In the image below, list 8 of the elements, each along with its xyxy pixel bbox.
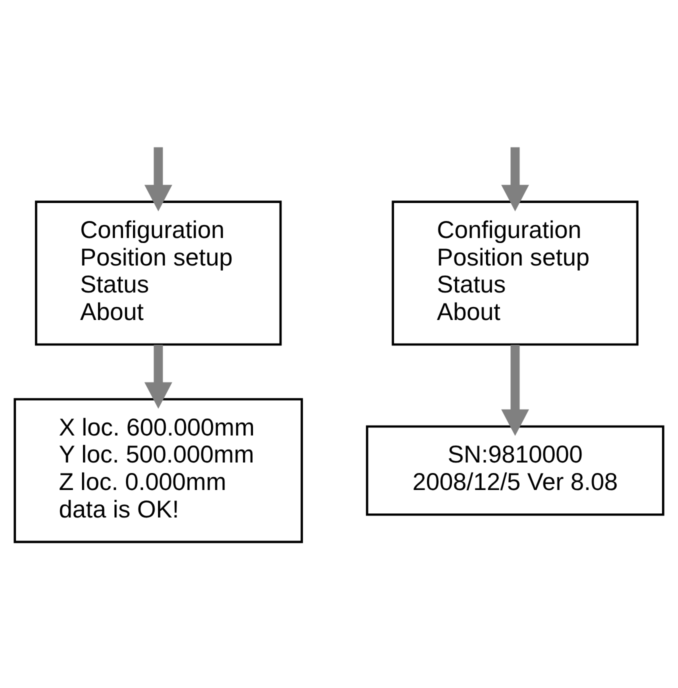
node-box: Configuration Position setup Status About [34, 200, 282, 346]
arrow [144, 344, 172, 409]
node-box: SN:9810000 2008/12/5 Ver 8.08 [366, 425, 664, 516]
node-box: Configuration Position setup Status About [392, 200, 638, 346]
arrow [501, 147, 530, 212]
node-box: X loc. 600.000mm Y loc. 500.000mm Z loc. 0.000mm data is OK! [14, 398, 303, 544]
arrow [144, 147, 172, 212]
arrow [501, 344, 530, 436]
